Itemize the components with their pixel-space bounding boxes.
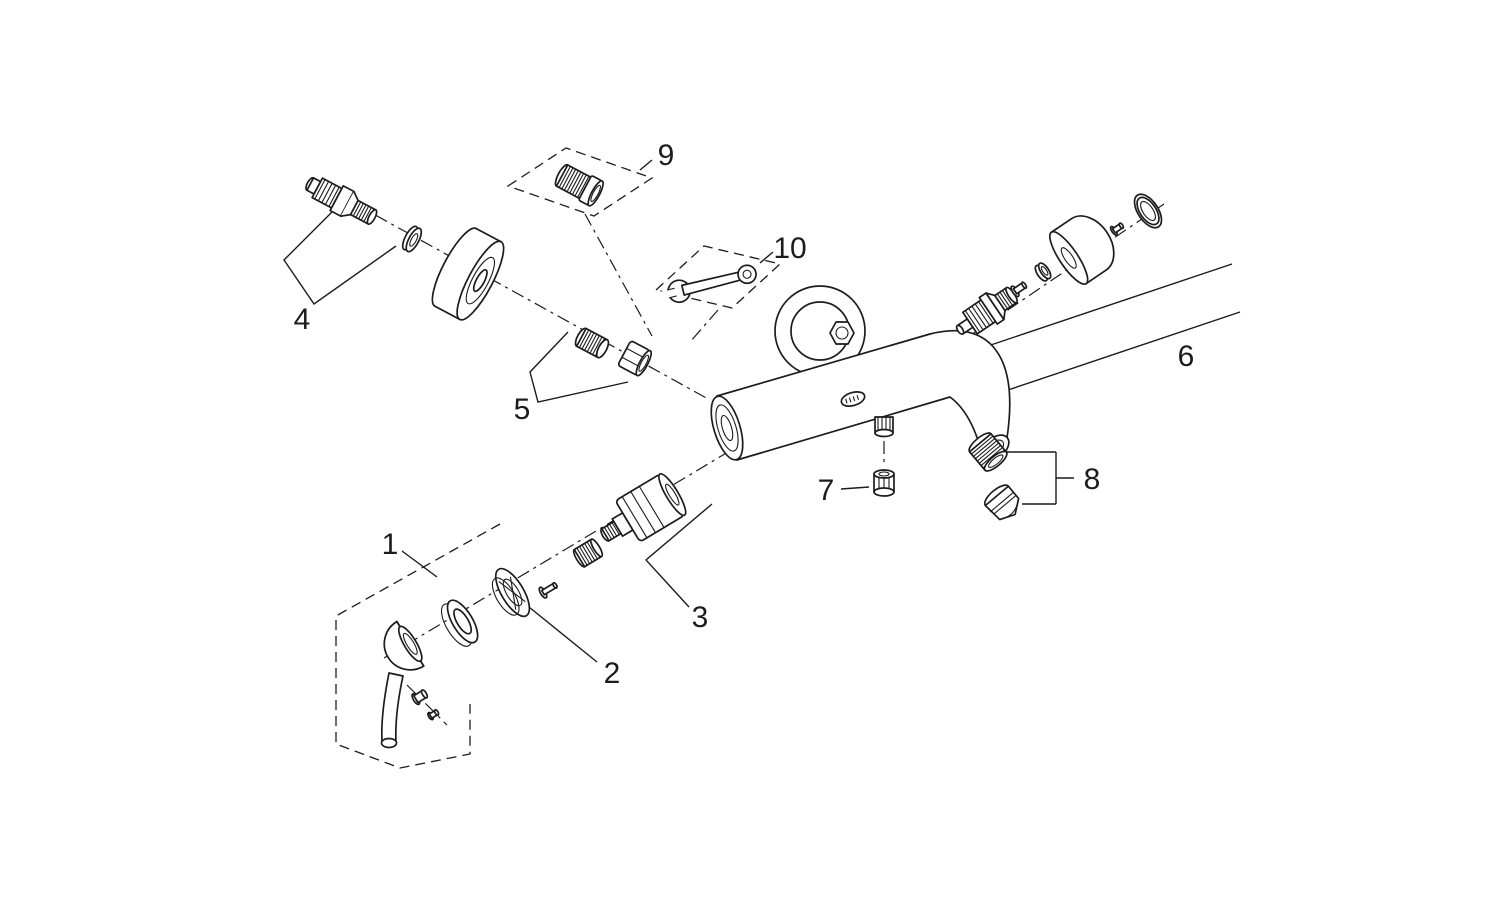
part-9-dashed-box: [506, 147, 654, 217]
axis-part9: [584, 213, 653, 337]
axis-handle-screws: [406, 684, 448, 726]
part-2-ring: [440, 599, 479, 647]
callout-6: 6: [1178, 340, 1195, 373]
handle-lever: [380, 672, 404, 744]
faucet-body: [710, 285, 1011, 462]
part-6-ring: [1133, 193, 1163, 229]
callout-7: 7: [818, 474, 835, 507]
part-2-cone-ring: [491, 567, 531, 618]
part-1-dashed-box: [335, 523, 501, 769]
leader-4: [283, 191, 397, 305]
part-9-adapter: [554, 163, 604, 207]
leader-1: [401, 550, 438, 578]
leader-2: [523, 602, 598, 663]
leader-7: [840, 486, 870, 490]
leader-5: [529, 331, 629, 403]
leader-lines: [283, 159, 1241, 663]
axis-handle-chain: [383, 451, 729, 659]
dashed-enclosures: [335, 147, 782, 769]
part-1-handle: [380, 620, 425, 749]
callout-4: 4: [294, 303, 311, 336]
callout-8: 8: [1084, 463, 1101, 496]
shower-outlet-stub: [874, 416, 894, 438]
part-6-screw: [1010, 281, 1028, 298]
leader-3: [644, 503, 713, 608]
callout-2: 2: [604, 657, 621, 690]
leader-8: [1006, 451, 1074, 505]
body-left-port: [710, 395, 744, 461]
callout-5: 5: [514, 393, 531, 426]
flange-hex-union: [829, 321, 855, 345]
handle-lever-tip: [380, 737, 398, 749]
part-4-union-fitting: [305, 176, 378, 226]
part-10-wrench: [654, 264, 757, 304]
part-1-screw-a: [411, 689, 429, 706]
part-5-nut: [617, 340, 653, 377]
leader-9: [639, 159, 653, 171]
axis-left-chain: [329, 189, 711, 401]
part-5-nipple: [574, 327, 610, 359]
callout-1: 1: [382, 528, 399, 561]
wall-flange: [774, 285, 866, 377]
part-8-outlet-piece: [983, 484, 1020, 521]
part-3-screw: [538, 581, 558, 599]
leader-10: [759, 251, 774, 264]
part-6-washer: [1034, 262, 1052, 282]
logo-badge: [840, 391, 866, 407]
axis-part10: [689, 309, 719, 343]
part-3-cartridge: [600, 472, 687, 542]
callout-10: 10: [773, 232, 806, 265]
part-7-check-valve: [873, 469, 895, 497]
part-4-escutcheon: [431, 227, 505, 321]
part-4-washer: [401, 225, 423, 253]
callout-labels: 1 2 3 4 5 6 7 8 9 10: [294, 139, 1195, 690]
callout-3: 3: [692, 601, 709, 634]
part-3-adapter: [572, 538, 604, 568]
part-1-screw-b: [427, 708, 440, 721]
part-6-screw-small: [1109, 222, 1125, 236]
part-8-knurled-ring: [968, 432, 1008, 472]
part-6-cartridge: [955, 286, 1018, 336]
callout-9: 9: [658, 139, 675, 172]
body-tube-and-spout: [716, 329, 1011, 461]
part-6-cap: [1049, 215, 1115, 285]
